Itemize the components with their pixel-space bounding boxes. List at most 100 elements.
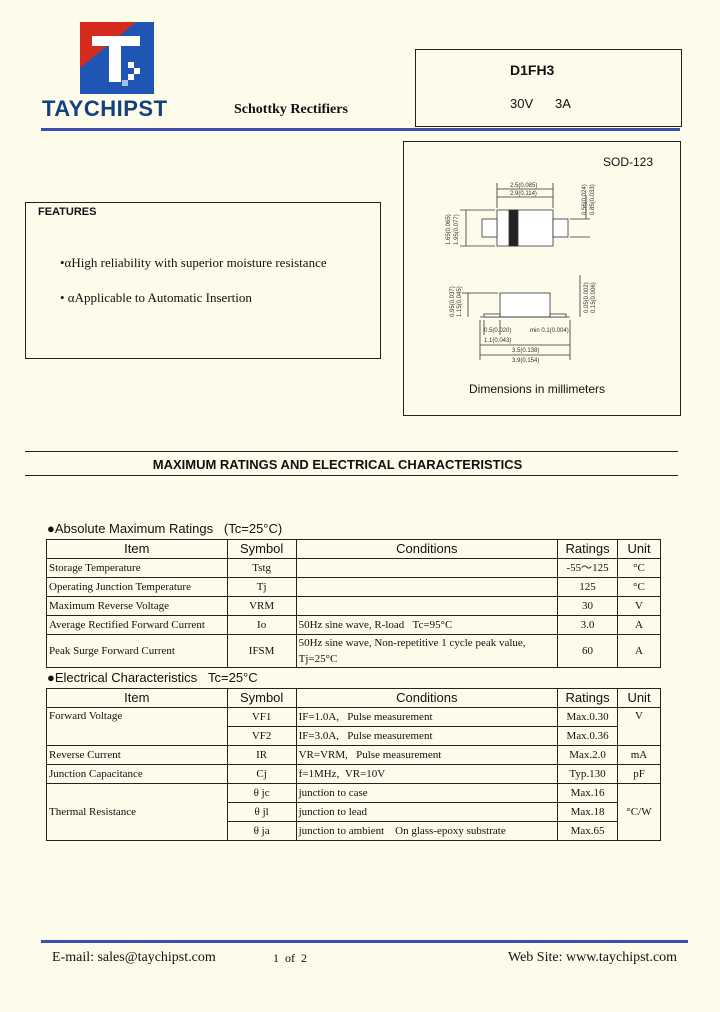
rating-cell: 125 bbox=[557, 577, 619, 597]
symbol-cell: VRM bbox=[226, 596, 297, 616]
section-title: MAXIMUM RATINGS AND ELECTRICAL CHARACTER… bbox=[152, 457, 523, 472]
footer-email[interactable]: E-mail: sales@taychipst.com bbox=[52, 950, 216, 965]
col-header: Unit bbox=[617, 688, 661, 708]
symbol-cell: Cj bbox=[226, 764, 297, 784]
table-row: Forward Voltage VF1 IF=1.0A, Pulse measu… bbox=[46, 707, 661, 746]
unit-cell: °C/W bbox=[617, 783, 661, 841]
rating-cell: Max.0.36 bbox=[557, 726, 619, 746]
rating-cell: Max.65 bbox=[557, 821, 619, 841]
conditions-cell bbox=[295, 558, 559, 578]
dim-label: 1.1(0.043) bbox=[484, 338, 511, 344]
package-caption: Dimensions in millimeters bbox=[469, 382, 606, 396]
elec-heading: ●Electrical Characteristics Tc=25°C bbox=[47, 670, 258, 685]
rating-cell: Max.2.0 bbox=[557, 745, 619, 765]
symbol-cell: θ ja bbox=[226, 821, 297, 841]
voltage-rating: 30V bbox=[510, 96, 534, 111]
conditions-cell: 50Hz sine wave, Non-repetitive 1 cycle p… bbox=[295, 634, 559, 668]
abs-max-table: Item Symbol Conditions Ratings Unit Stor… bbox=[46, 539, 661, 668]
footer-page-number: 1 of 2 bbox=[273, 951, 307, 965]
rating-cell: -55～125 bbox=[557, 558, 619, 578]
unit-cell: A bbox=[617, 615, 661, 635]
col-header: Conditions bbox=[295, 539, 559, 559]
symbol-cell: IR bbox=[226, 745, 297, 765]
dim-label: 1.95(0.077) bbox=[454, 214, 460, 245]
conditions-cell bbox=[295, 577, 559, 597]
dim-label: 0.56(0.024) bbox=[582, 184, 588, 215]
current-rating: 3A bbox=[555, 96, 571, 111]
section-bottom-rule bbox=[25, 475, 678, 476]
conditions-cell: 50Hz sine wave, R-load Tc=95°C bbox=[295, 615, 559, 635]
col-header: Item bbox=[46, 688, 228, 708]
conditions-cell: VR=VRM, Pulse measurement bbox=[295, 745, 559, 765]
footer-divider bbox=[41, 940, 688, 943]
item-cell: Junction Capacitance bbox=[46, 764, 228, 784]
part-number-box bbox=[415, 49, 682, 127]
unit-cell: V bbox=[617, 707, 661, 746]
dim-label: 3.9(0.154) bbox=[512, 358, 539, 364]
rating-cell: 60 bbox=[557, 634, 619, 668]
logo-text: TAYCHIPST bbox=[42, 96, 168, 121]
item-cell: Storage Temperature bbox=[46, 558, 228, 578]
rating-cell: Typ.130 bbox=[557, 764, 619, 784]
col-header: Ratings bbox=[557, 539, 619, 559]
package-drawing: 2.5(0.085) 2.9(0.114) 1.65(0.065) 1.95(0… bbox=[440, 175, 610, 365]
table-row: Thermal Resistance θ jc junction to case… bbox=[46, 783, 661, 841]
conditions-cell: f=1MHz, VR=10V bbox=[295, 764, 559, 784]
col-header: Item bbox=[46, 539, 228, 559]
item-cell: Peak Surge Forward Current bbox=[46, 634, 228, 668]
conditions-cell: junction to ambient On glass-epoxy subst… bbox=[295, 821, 559, 841]
rating-cell: Max.0.30 bbox=[557, 707, 619, 727]
symbol-cell: VF1 bbox=[226, 707, 297, 727]
unit-cell: °C bbox=[617, 577, 661, 597]
dim-label: 2.5(0.085) bbox=[510, 183, 537, 189]
item-cell: Maximum Reverse Voltage bbox=[46, 596, 228, 616]
symbol-cell: Tstg bbox=[226, 558, 297, 578]
dim-label: 3.5(0.138) bbox=[512, 348, 539, 354]
symbol-cell: VF2 bbox=[226, 726, 297, 746]
table-row: Average Rectified Forward Current Io 50H… bbox=[46, 615, 661, 635]
dim-label: 0.05(0.002) bbox=[584, 282, 590, 313]
table-row: Maximum Reverse Voltage VRM 30 V bbox=[46, 596, 661, 616]
product-subtitle: Schottky Rectifiers bbox=[234, 102, 348, 117]
unit-cell: V bbox=[617, 596, 661, 616]
symbol-cell: IFSM bbox=[226, 634, 297, 668]
feature-item: • αApplicable to Automatic Insertion bbox=[60, 290, 252, 305]
conditions-cell: IF=1.0A, Pulse measurement bbox=[295, 707, 559, 727]
item-cell: Operating Junction Temperature bbox=[46, 577, 228, 597]
table-header-row: Item Symbol Conditions Ratings Unit bbox=[46, 539, 661, 559]
section-top-rule bbox=[25, 451, 678, 452]
feature-item: •αHigh reliability with superior moistur… bbox=[60, 255, 327, 270]
item-cell: Forward Voltage bbox=[46, 707, 228, 746]
rating-cell: Max.16 bbox=[557, 783, 619, 803]
package-box bbox=[403, 141, 681, 416]
item-cell: Thermal Resistance bbox=[46, 783, 228, 841]
table-row: Junction Capacitance Cj f=1MHz, VR=10V T… bbox=[46, 764, 661, 784]
footer-website[interactable]: Web Site: www.taychipst.com bbox=[508, 950, 678, 965]
unit-cell: A bbox=[617, 634, 661, 668]
table-row: Peak Surge Forward Current IFSM 50Hz sin… bbox=[46, 634, 661, 668]
dim-label: 2.9(0.114) bbox=[510, 191, 537, 197]
company-logo bbox=[76, 22, 158, 94]
symbol-cell: Tj bbox=[226, 577, 297, 597]
dim-label: 0.5(0.020) bbox=[484, 328, 511, 334]
rating-cell: Max.18 bbox=[557, 802, 619, 822]
item-cell: Average Rectified Forward Current bbox=[46, 615, 228, 635]
conditions-cell bbox=[295, 596, 559, 616]
symbol-cell: θ jl bbox=[226, 802, 297, 822]
symbol-cell: θ jc bbox=[226, 783, 297, 803]
dim-label: min 0.1(0.004) bbox=[530, 328, 569, 334]
table-row: Storage Temperature Tstg -55～125 °C bbox=[46, 558, 661, 578]
dim-label: 1.15(0.045) bbox=[457, 286, 463, 317]
col-header: Ratings bbox=[557, 688, 619, 708]
unit-cell: mA bbox=[617, 745, 661, 765]
table-row: VF2 IF=3.0A, Pulse measurement Max.0.36 bbox=[47, 726, 661, 746]
col-header: Unit bbox=[617, 539, 661, 559]
abs-max-heading: ●Absolute Maximum Ratings (Tc=25°C) bbox=[47, 521, 283, 536]
dim-label: 1.65(0.065) bbox=[446, 214, 452, 245]
table-row: Operating Junction Temperature Tj 125 °C bbox=[46, 577, 661, 597]
features-title: FEATURES bbox=[38, 206, 97, 218]
table-row: θ ja junction to ambient On glass-epoxy … bbox=[47, 821, 661, 841]
symbol-cell: Io bbox=[226, 615, 297, 635]
conditions-cell: IF=3.0A, Pulse measurement bbox=[295, 726, 559, 746]
dim-label: 0.85(0.033) bbox=[590, 184, 596, 215]
